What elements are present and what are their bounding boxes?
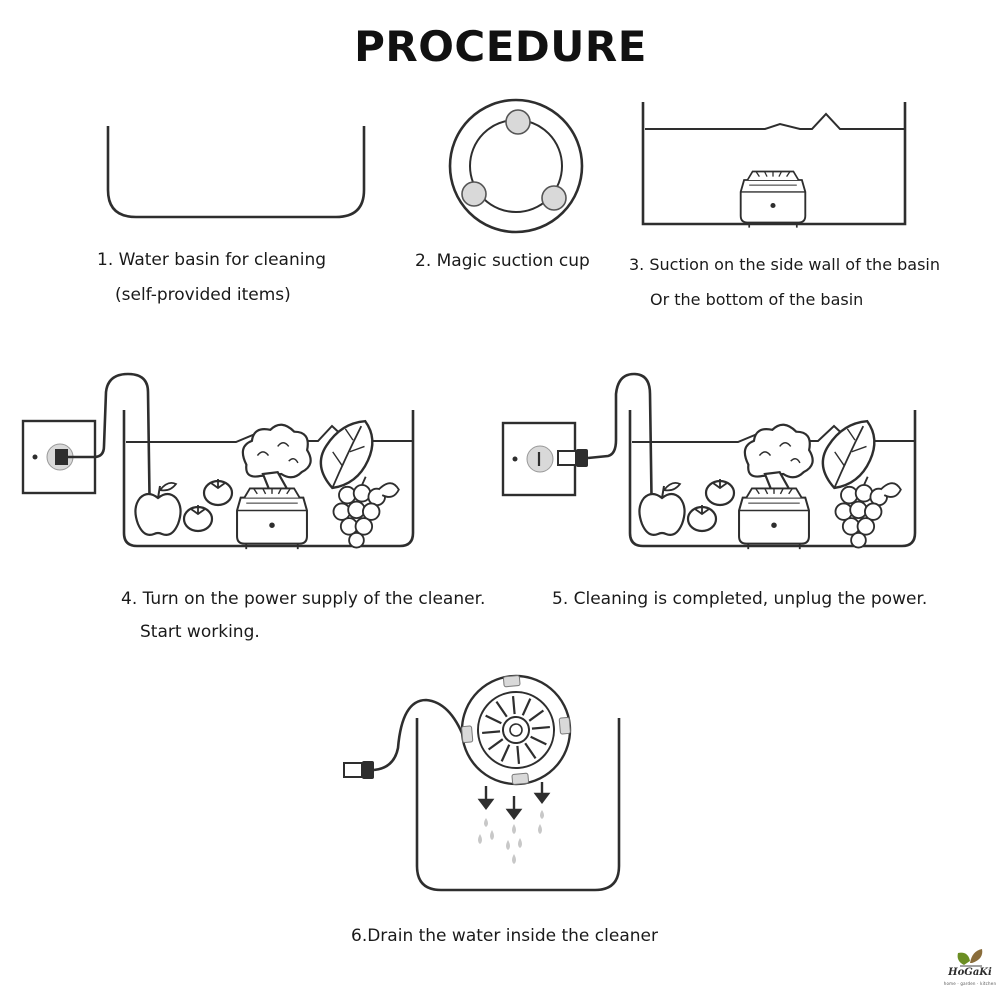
tomato-icon — [704, 477, 736, 507]
usb-plug-icon — [557, 449, 588, 467]
tomato-icon — [202, 477, 234, 507]
leafy-greens-icon — [813, 409, 884, 498]
step-2-caption: 2. Magic suction cup — [415, 251, 590, 271]
step-3-caption: 3. Suction on the side wall of the basin — [629, 255, 941, 274]
leafy-greens-icon — [311, 409, 382, 498]
cleaner-icon — [460, 674, 572, 786]
grapes-icon — [834, 475, 902, 549]
basin-with-produce — [122, 409, 415, 551]
step-6-caption: 6.Drain the water inside the cleaner — [351, 926, 658, 946]
drain-cable — [373, 698, 466, 772]
basin-icon — [106, 126, 366, 219]
usb-plug-icon — [343, 761, 374, 779]
tomato-icon — [686, 503, 718, 533]
basin-with-produce — [628, 409, 917, 551]
leaf-logo-icon — [957, 949, 983, 967]
basin-with-cleaner — [641, 102, 907, 229]
step-3-subcaption: Or the bottom of the basin — [650, 290, 864, 309]
brand-name: HoGaKi — [948, 967, 992, 978]
cleaner-icon — [739, 170, 807, 229]
drain-basin — [415, 718, 621, 892]
water-drop-icon — [478, 810, 544, 864]
step-4-caption: 4. Turn on the power supply of the clean… — [121, 589, 486, 609]
step-1-subcaption: (self-provided items) — [115, 285, 291, 305]
brand-tagline: home · garden · kitchen — [943, 981, 997, 986]
suction-cup-icon — [448, 98, 584, 234]
apple-icon — [638, 481, 686, 536]
step-1-caption: 1. Water basin for cleaning — [97, 250, 327, 270]
power-cable — [587, 372, 654, 531]
cleaner-icon — [236, 487, 308, 551]
power-cable — [68, 372, 152, 531]
step-4-subcaption: Start working. — [140, 622, 260, 642]
power-socket-icon — [501, 421, 577, 497]
step-5-caption: 5. Cleaning is completed, unplug the pow… — [552, 589, 928, 609]
tomato-icon — [182, 503, 214, 533]
cleaner-icon — [738, 487, 810, 551]
apple-icon — [134, 481, 182, 536]
power-socket-icon — [21, 419, 97, 495]
grapes-icon — [332, 475, 400, 549]
brand-logo: HoGaKi home · garden · kitchen — [942, 945, 998, 997]
page-title: PROCEDURE — [354, 22, 647, 71]
down-arrow-icon — [477, 782, 551, 820]
